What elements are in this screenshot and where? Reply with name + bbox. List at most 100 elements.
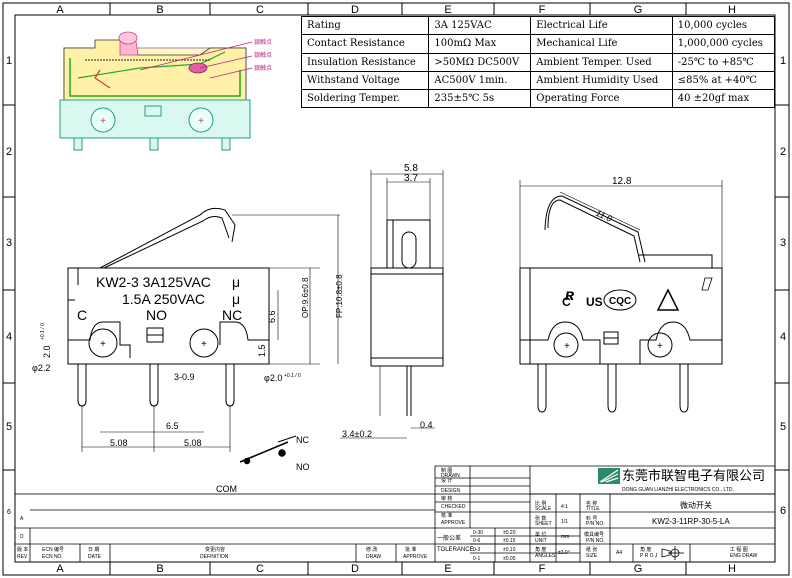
model-label-en: P/N NO.: [586, 538, 605, 544]
grid-row-4: 4: [6, 331, 12, 343]
title-label-en: TITLE: [586, 506, 600, 512]
draw-header-en: DRAW: [366, 554, 381, 560]
spec-cell-label2: Electrical Life: [530, 15, 673, 36]
scale-label-en: SCALE: [535, 506, 552, 512]
date-header-en: DATE: [88, 554, 102, 560]
title-block: [14, 465, 776, 563]
spec-cell-label2: Mechanical Life: [530, 34, 673, 54]
dwg-label-en: ENG DRAW: [730, 553, 758, 559]
spec-cell-label2: Ambient Temper. Used: [530, 52, 673, 72]
terminal-nc-label: NC: [222, 307, 242, 323]
grid-col-b-bottom: B: [156, 563, 163, 575]
checked-label: 审 核: [441, 495, 452, 502]
spec-cell-label2: Operating Force: [530, 89, 673, 109]
cert-us-mark: US: [586, 295, 603, 309]
grid-col-h-bottom: H: [728, 563, 736, 575]
rear-actuator-lever: [547, 199, 641, 263]
svg-text:+: +: [198, 116, 204, 127]
definition-header: 变更内容: [205, 546, 225, 553]
angles-label-en: ANGLES: [535, 553, 556, 559]
dim-hole-dia-left: φ2.2: [32, 363, 50, 373]
dim-hole-offset-tol: +0.1 / 0: [40, 323, 46, 340]
general-tolerance-label: 一般公差: [437, 534, 461, 542]
dim-hole-offset: 2.0: [42, 345, 52, 358]
spec-cell-value2: 1,000,000 cycles: [671, 34, 776, 54]
ecn-header-en: ECN NO.: [42, 554, 63, 560]
spec-cell-value2: ≤85% at +40℃: [671, 70, 776, 91]
side-view: [340, 170, 444, 439]
contact-point-label-2: 银触点: [254, 51, 272, 59]
size-value: A4: [616, 550, 622, 556]
ecn-header: ECN 编号: [42, 546, 64, 553]
grid-row-6: 6: [7, 509, 11, 516]
dim-hole-dia-tol: +0.1 / 0: [284, 373, 301, 379]
unit-value: mm: [561, 534, 569, 540]
grid-col-a: A: [56, 4, 64, 16]
ur-logo-icon: ʀ: [565, 287, 574, 304]
dim-pin-thickness: 0.4: [420, 420, 433, 430]
circuit-schematic: [239, 435, 297, 465]
rear-hole-right-center: +: [657, 341, 663, 352]
angles-label: 角 度: [535, 546, 546, 553]
checked-label-en: CHECKED: [441, 504, 466, 510]
tol-value-3: ±0.10: [503, 547, 516, 553]
spec-cell-label: Contact Resistance: [300, 34, 430, 54]
dim-operating-position: OP:9.6±0.8: [301, 277, 310, 318]
grid-col-e: E: [444, 4, 451, 16]
tol-range-2: 0-6: [473, 538, 480, 544]
dim-overall-length: 12.8: [612, 176, 632, 187]
proj-label-en: P R O J: [640, 553, 658, 559]
dim-pin-pitch-b: 5.08: [184, 438, 202, 448]
approve-label: 核 准: [441, 512, 452, 519]
terminal-no-label: NO: [146, 307, 167, 323]
spec-cell-label: Insulation Resistance: [300, 52, 430, 72]
dwg-label: 工 程 图: [730, 546, 748, 553]
draw-header: 修 改: [366, 546, 377, 553]
approve-header: 批 准: [405, 546, 416, 553]
dim-pin-pitch-a: 5.08: [110, 438, 128, 448]
spec-cell-value: AC500V 1min.: [428, 70, 532, 91]
cqc-mark: [603, 289, 637, 311]
tolerance-label: TOLERANCE: [437, 547, 474, 553]
mounting-hole-right: [189, 328, 219, 358]
drawn-label: 制 图: [441, 467, 452, 474]
spec-cell-value: 235±5℃ 5s: [428, 89, 532, 109]
rear-hole-left-center: +: [564, 341, 570, 352]
spec-cell-value2: -25℃ to +85℃: [671, 52, 776, 72]
grid-row-3: 3: [6, 237, 12, 249]
spec-cell-label: Soldering Temper.: [300, 89, 430, 109]
grid-col-c-bottom: C: [256, 563, 264, 575]
spec-cell-value: 100mΩ Max: [428, 34, 532, 54]
sheet-value: 1/1: [561, 519, 568, 525]
scale-label: 比 例: [535, 500, 546, 507]
grid-col-e-bottom: E: [444, 563, 451, 575]
date-header: 日 期: [88, 547, 99, 553]
spec-cell-value2: 40 ±20gf max: [671, 89, 776, 109]
contact-point-label-1: 银触点: [254, 38, 272, 46]
company-name-cn: 东莞市联智电子有限公司: [622, 468, 765, 483]
grid-row-6-right: 6: [780, 505, 786, 517]
dim-pin-width: 3-0.9: [174, 372, 195, 382]
grid-row-3-right: 3: [780, 237, 786, 249]
tol-range-1: 0-30: [473, 530, 483, 536]
hole-left-center: +: [100, 339, 106, 350]
grid-row-5: 5: [6, 421, 12, 433]
approve-label-en: APPROVE: [441, 520, 466, 526]
drawing-grid-frame: [3, 3, 789, 575]
projection-symbol-icon: [661, 546, 684, 560]
dim-width-inner: 3.7: [404, 173, 418, 184]
switch-body-front: [67, 267, 270, 365]
size-label-en: SIZE: [586, 553, 598, 559]
drawn-label-en: DRAWN: [441, 473, 460, 479]
grid-col-g-bottom: G: [634, 563, 643, 575]
angles-value: ±3.0°: [558, 550, 570, 556]
front-view-annotations: KW2-3 3A125VAC μ 1.5A 250VAC μ C NO NC +…: [32, 274, 344, 448]
ul-mark-1: μ: [232, 274, 240, 290]
rear-view: [519, 180, 723, 413]
tol-range-4: 0-1: [473, 556, 480, 562]
pn-label: 料 号: [586, 515, 597, 522]
